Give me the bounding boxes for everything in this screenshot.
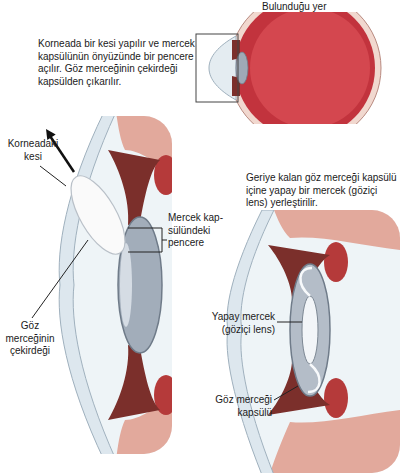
leader-line (40, 166, 66, 186)
lens-nucleus (60, 168, 135, 262)
left-cross-section (59, 116, 116, 454)
left-cross-section (58, 116, 172, 454)
right-cross-section (324, 242, 348, 282)
locator-eye (250, 12, 370, 124)
leader-line (32, 240, 88, 318)
part-label: Göz merceği kapsülü (205, 394, 272, 419)
leader-line (277, 322, 302, 323)
leader-line (128, 228, 162, 252)
locator-eye (209, 12, 381, 124)
leader-line (162, 240, 167, 241)
part-label: Yapay mercek (göziçi lens) (205, 311, 275, 336)
right-cross-section (300, 268, 312, 296)
locator-eye (235, 12, 375, 124)
left-cross-section (120, 243, 132, 327)
right-cross-section (212, 210, 400, 473)
locator-eye (209, 36, 236, 100)
leader-line (274, 386, 298, 400)
left-cross-section (108, 345, 160, 420)
location-heading: Bulunduğu yer (262, 1, 372, 14)
right-cross-section (308, 364, 320, 392)
part-label: Göz merceğinin çekirdeği (0, 320, 60, 358)
locator-eye (229, 12, 381, 124)
part-label: Mercek kap- sülündeki pencere (168, 212, 242, 250)
part-label: Korneadaki kesi (2, 138, 64, 163)
right-cross-section (227, 210, 274, 473)
right-cross-section (324, 378, 348, 418)
removal-arrow (46, 129, 74, 172)
right-cross-section (262, 410, 400, 473)
right-cross-section (290, 264, 330, 396)
right-cross-section (241, 210, 400, 473)
right-cross-section (302, 296, 318, 364)
zoom-frame (196, 34, 238, 102)
step-note: Korneada bir kesi yapılır ve mercek kaps… (38, 38, 198, 88)
step-note: Geriye kalan göz merceği kapsülü içine y… (246, 172, 398, 210)
